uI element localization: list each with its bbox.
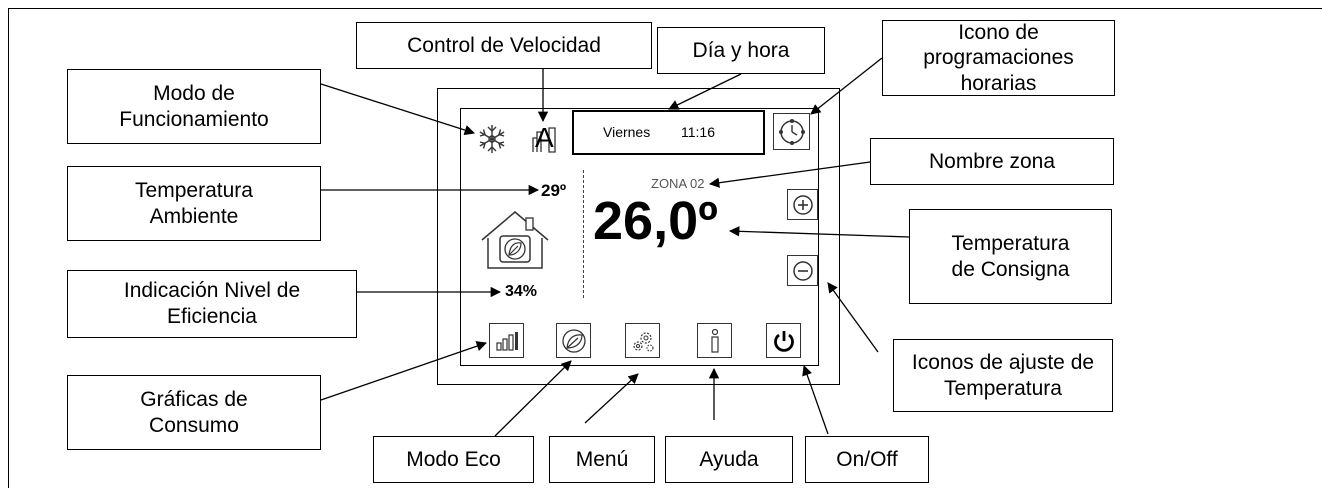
callout-graficas-consumo: Gráficas de Consumo (67, 375, 321, 450)
decrease-temperature-button[interactable] (787, 255, 818, 286)
callout-temperatura-consigna: Temperatura de Consigna (909, 209, 1112, 304)
zone-name: ZONA 02 (651, 176, 705, 191)
snowflake-icon[interactable] (476, 123, 508, 155)
dashed-divider (583, 170, 584, 298)
menu-button[interactable] (625, 323, 660, 358)
ambient-temperature: 29º (541, 181, 567, 200)
consumption-charts-button[interactable] (489, 323, 524, 358)
callout-on-off: On/Off (805, 436, 929, 483)
callout-control-velocidad: Control de Velocidad (356, 22, 652, 69)
fan-speed-auto-icon[interactable]: A (531, 122, 559, 154)
schedule-icon[interactable] (773, 113, 810, 150)
callout-icono-programaciones: Icono de programaciones horarias (882, 20, 1115, 96)
leaf-icon (561, 328, 586, 353)
help-button[interactable] (697, 323, 732, 358)
callout-modo-funcionamiento: Modo de Funcionamiento (67, 69, 321, 144)
callout-indicacion-nivel: Indicación Nivel de Eficiencia (67, 270, 357, 338)
callout-dia-hora: Día y hora (657, 27, 825, 74)
time-label: 11:16 (681, 124, 715, 140)
efficiency-level: 34% (505, 283, 538, 300)
gears-icon (632, 331, 654, 352)
house-leaf-icon (480, 210, 550, 272)
callout-iconos-ajuste: Iconos de ajuste de Temperatura (893, 339, 1113, 412)
power-icon (773, 330, 794, 352)
eco-mode-button[interactable] (556, 323, 591, 358)
callout-nombre-zona: Nombre zona (870, 138, 1114, 185)
increase-temperature-button[interactable] (787, 189, 818, 220)
day-label: Viernes (603, 124, 651, 140)
setpoint-temperature: 26,0º (593, 191, 718, 251)
minus-icon (792, 260, 813, 281)
callout-menu: Menú (549, 436, 655, 483)
callout-temperatura-ambiente: Temperatura Ambiente (67, 166, 321, 241)
power-button[interactable] (766, 323, 801, 358)
figure-frame (8, 8, 1322, 488)
info-icon (710, 328, 719, 353)
plus-icon (792, 194, 813, 215)
bar-chart-icon (495, 331, 518, 351)
callout-ayuda: Ayuda (665, 436, 793, 483)
speed-mode-label: A (535, 122, 554, 153)
datetime-box[interactable]: Viernes 11:16 (572, 110, 765, 155)
callout-modo-eco: Modo Eco (373, 436, 534, 483)
